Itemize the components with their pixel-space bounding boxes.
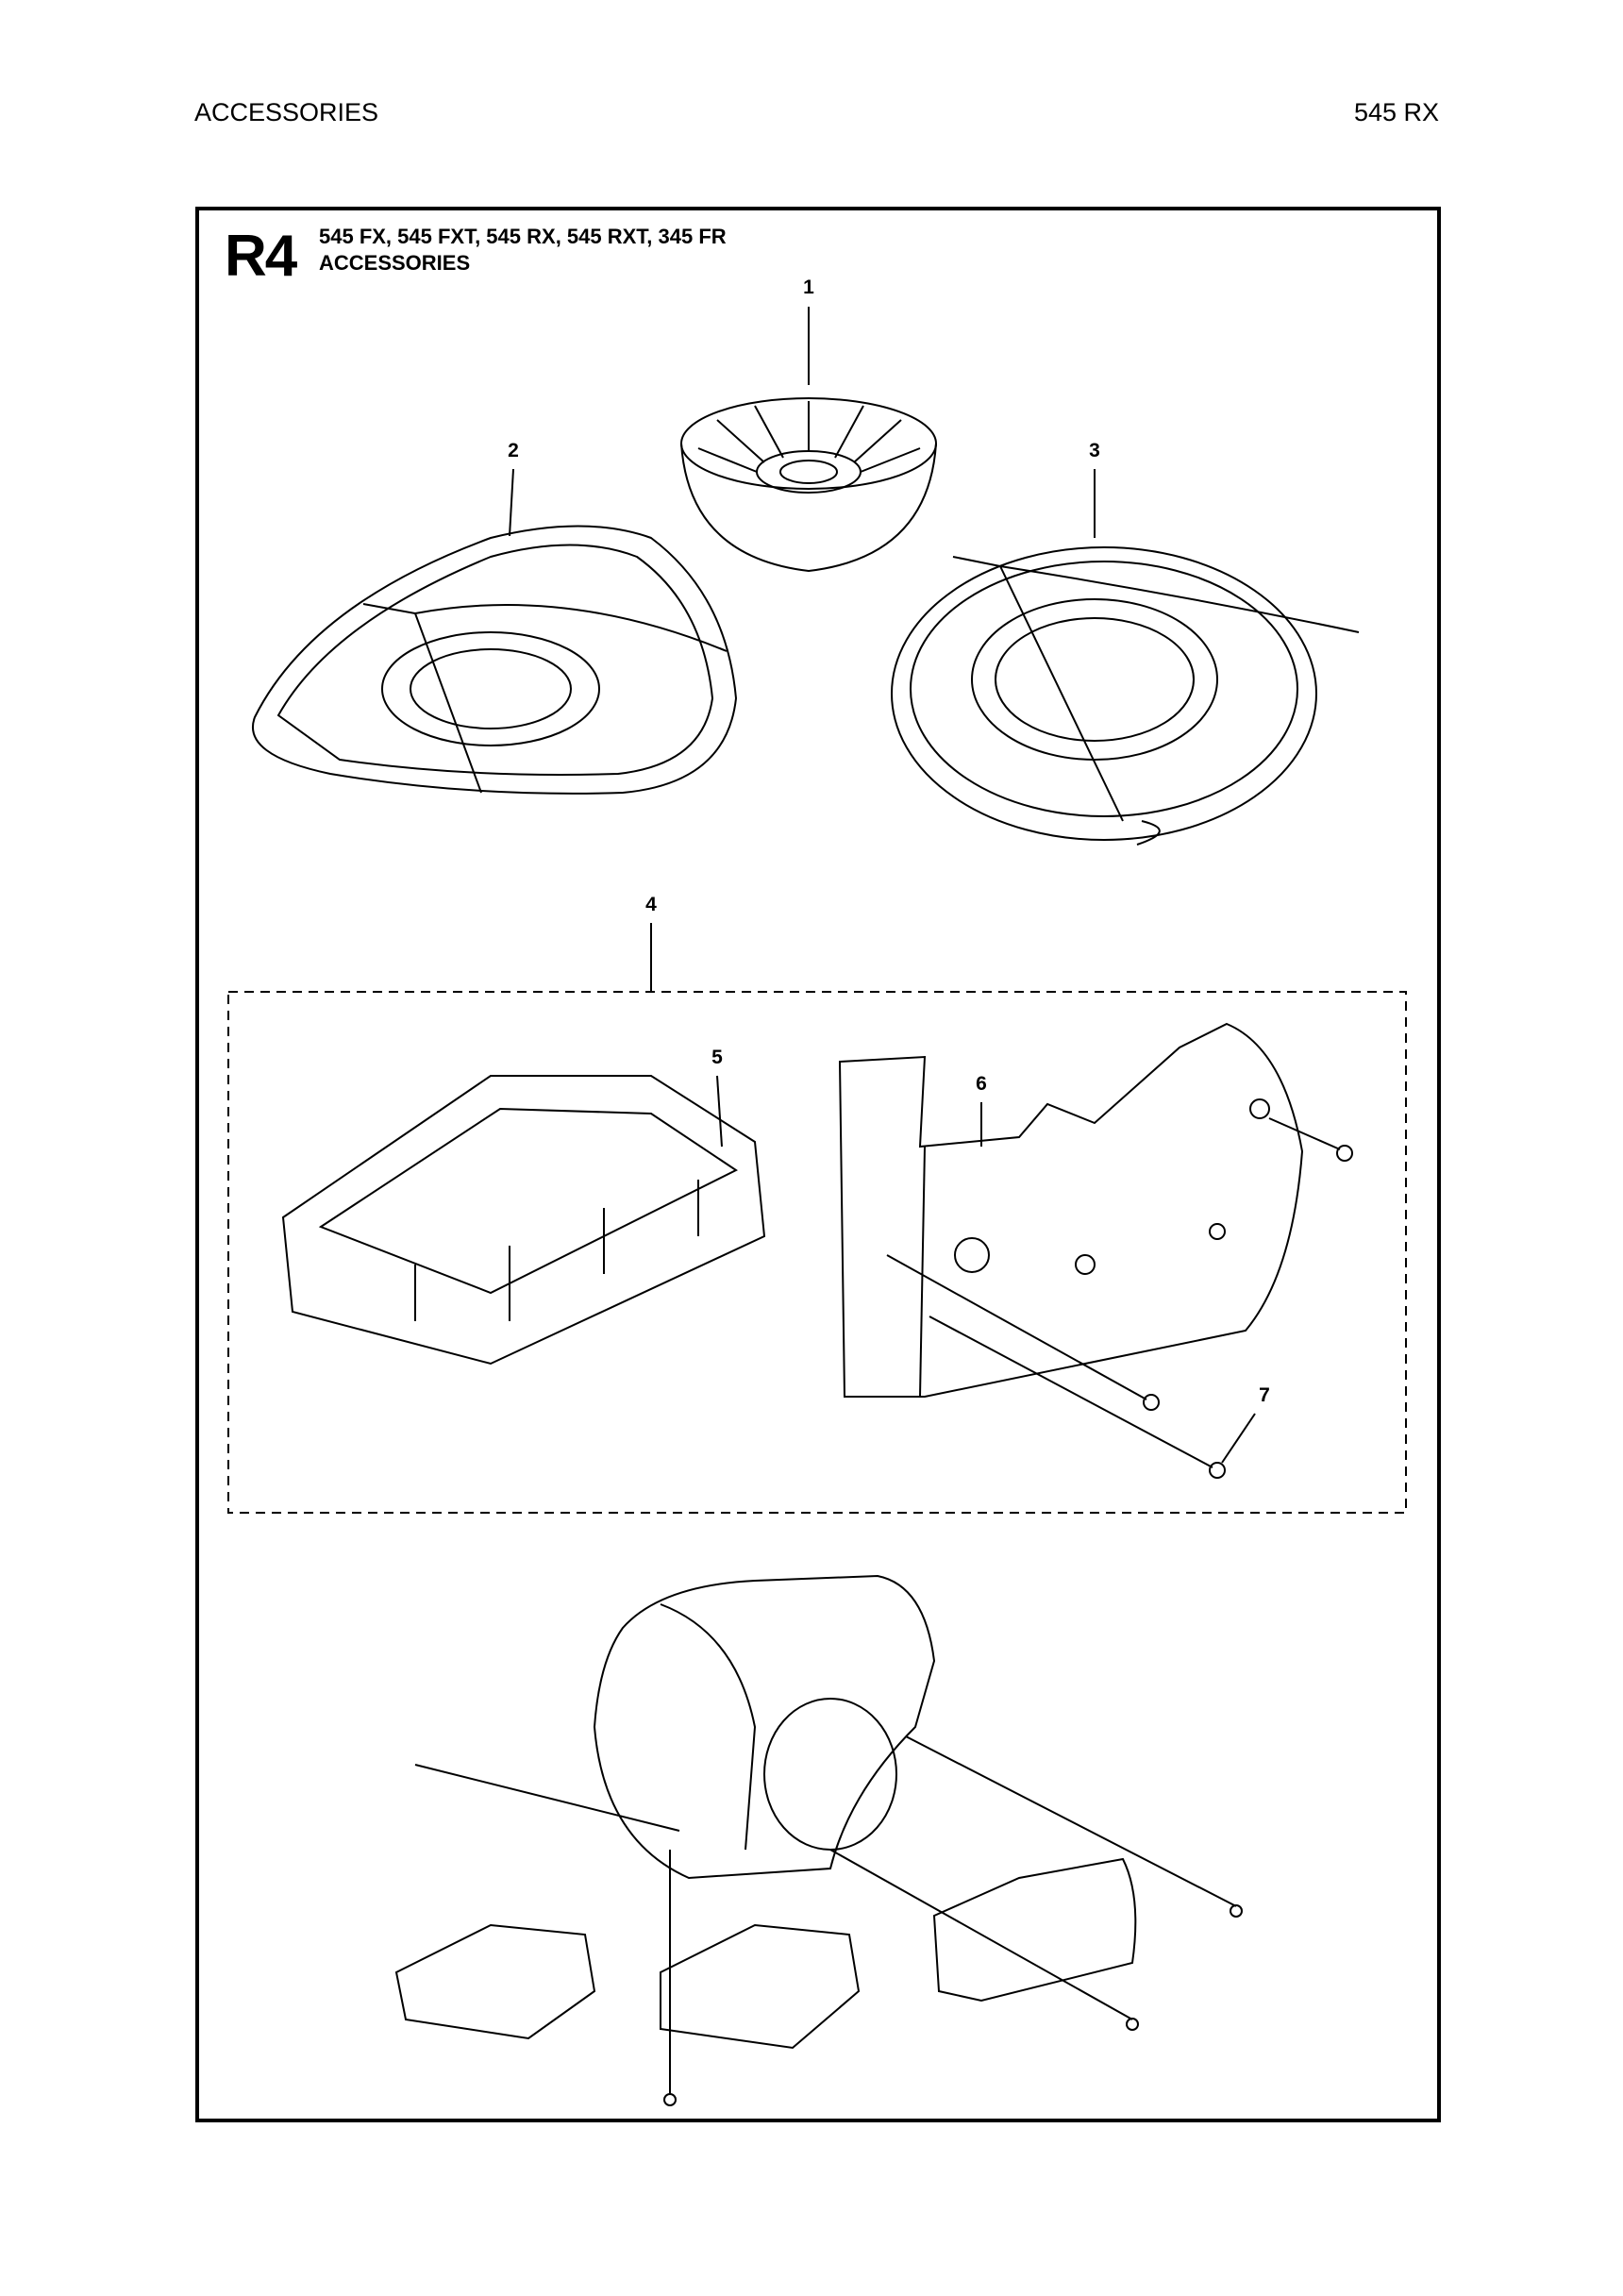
part-label-7: 7 <box>1259 1384 1270 1406</box>
assembly-overview <box>394 1574 1243 2106</box>
part-3-guard <box>891 546 1360 846</box>
part-2-guard <box>252 525 738 795</box>
diagram-frame <box>195 207 1441 2122</box>
part-5-cover <box>281 1075 766 1366</box>
part-label-3: 3 <box>1089 440 1100 461</box>
part-6-cover <box>838 1022 1304 1398</box>
diagram-title: ACCESSORIES <box>319 251 471 275</box>
section-header: ACCESSORIES <box>194 98 379 126</box>
part-4-kit-box <box>227 991 1407 1514</box>
leader-lines <box>509 307 1256 1464</box>
part-label-1: 1 <box>803 277 814 298</box>
part-label-2: 2 <box>508 440 519 461</box>
part-7-screws <box>886 1117 1353 1479</box>
part-label-6: 6 <box>976 1073 987 1095</box>
part-label-4: 4 <box>645 894 657 915</box>
part-1-cup <box>680 397 937 573</box>
model-header: 545 RX <box>1353 98 1439 126</box>
part-label-5: 5 <box>711 1047 723 1068</box>
diagram-models: 545 FX, 545 FXT, 545 RX, 545 RXT, 345 FR <box>319 225 727 248</box>
diagram-code: R4 <box>225 224 297 289</box>
